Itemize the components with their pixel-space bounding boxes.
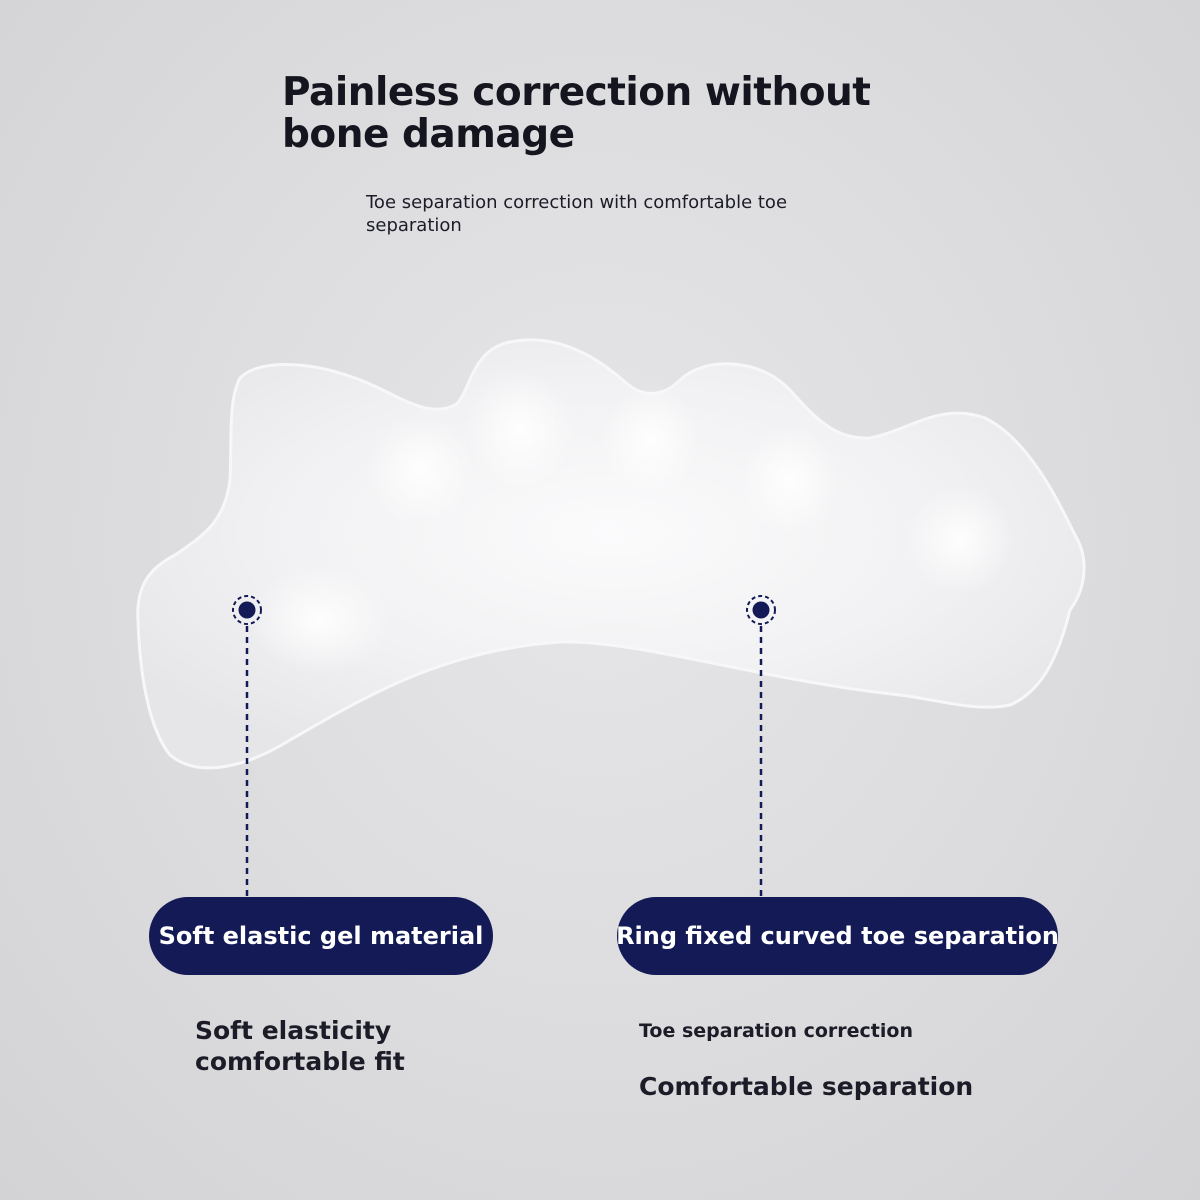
- page-title: Painless correction without bone damage: [282, 70, 871, 157]
- page-subtitle: Toe separation correction with comfortab…: [366, 192, 788, 236]
- feature-detail-comfortable-separation: Comfortable separation: [639, 1072, 974, 1101]
- feature-label-gel-material: Soft elastic gel material: [149, 897, 493, 975]
- feature-label-toe-separation: Ring fixed curved toe separation: [616, 897, 1059, 975]
- feature-detail-separation-correction: Toe separation correction: [639, 1020, 913, 1042]
- feature-detail-comfortable-fit: Soft elasticity comfortable fit: [195, 1016, 405, 1076]
- callout-marker-right: [746, 595, 776, 896]
- callout-marker-left: [232, 595, 262, 896]
